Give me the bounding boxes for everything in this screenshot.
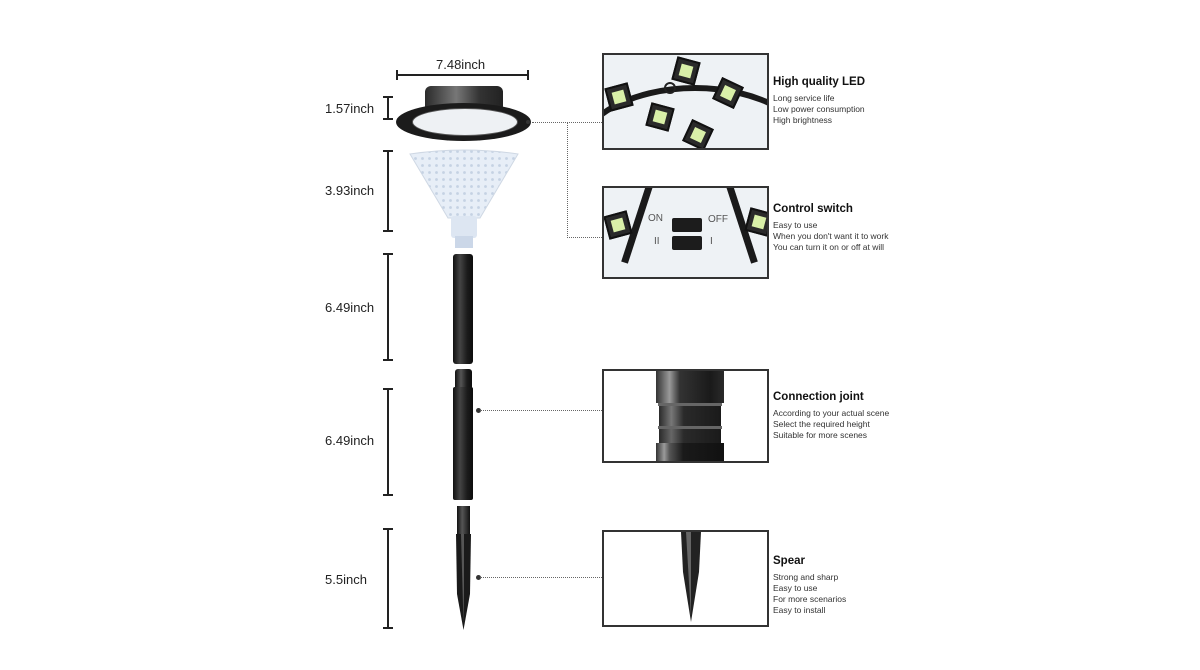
switch-detail-panel: ON OFF II I [602, 186, 769, 279]
pole-upper-bar [383, 253, 393, 361]
joint-ridge [658, 426, 722, 429]
joint-lower-tube [656, 443, 724, 461]
spear-stake [456, 534, 471, 630]
spear-length-label: 5.5inch [325, 572, 367, 587]
feature-line: Easy to install [773, 605, 826, 615]
pole-lower-bar [383, 388, 393, 496]
feature-line: Select the required height [773, 419, 870, 429]
switch-off-label: OFF [708, 214, 728, 225]
head-connector-dot [526, 120, 530, 124]
feature-switch: Control switch Easy to use When you don'… [773, 203, 889, 253]
joint-middle-lower [659, 429, 721, 443]
diffuser-height-bar [383, 150, 393, 232]
feature-line: Suitable for more scenes [773, 430, 868, 440]
led-ring-icon [664, 82, 676, 94]
feature-title: High quality LED [773, 76, 865, 88]
joint-callout-dot [476, 408, 481, 413]
upper-pole [453, 254, 473, 364]
spear-callout-line [480, 577, 602, 578]
feature-line: Long service life [773, 93, 835, 103]
lower-pole [453, 387, 473, 500]
feature-line: For more scenarios [773, 594, 847, 604]
power-switch[interactable] [672, 218, 702, 232]
head-height-label: 1.57inch [325, 101, 375, 116]
switch-on-label: ON [648, 213, 663, 224]
feature-line: According to your actual scene [773, 408, 890, 418]
pole-lower-label: 6.49inch [325, 433, 375, 448]
switch-callout-vertical [567, 122, 568, 238]
lower-pole-joint [455, 369, 472, 389]
feature-title: Spear [773, 555, 805, 567]
switch-on-mark: II [654, 236, 660, 247]
head-height-bar [383, 96, 393, 120]
width-dimension-bar [396, 70, 529, 80]
spear-tip-icon [681, 532, 701, 622]
feature-line: You can turn it on or off at will [773, 242, 885, 252]
power-switch-slider[interactable] [672, 236, 702, 250]
joint-upper-tube [656, 371, 724, 403]
feature-title: Connection joint [773, 391, 864, 403]
feature-line: High brightness [773, 115, 833, 125]
joint-detail-panel [602, 369, 769, 463]
light-diffuser [409, 149, 519, 248]
diffuser-height-label: 3.93inch [325, 183, 375, 198]
spear-collar [457, 506, 470, 536]
switch-callout-line [567, 237, 602, 238]
feature-joint: Connection joint According to your actua… [773, 391, 889, 441]
feature-line: When you don't want it to work [773, 231, 889, 241]
joint-callout-line [480, 410, 602, 411]
feature-line: Easy to use [773, 220, 818, 230]
feature-title: Control switch [773, 203, 853, 215]
feature-line: Easy to use [773, 583, 818, 593]
feature-spear: Spear Strong and sharp Easy to use For m… [773, 555, 846, 616]
feature-line: Low power consumption [773, 104, 865, 114]
feature-line: Strong and sharp [773, 572, 839, 582]
switch-off-mark: I [710, 236, 713, 247]
led-panel [412, 108, 518, 136]
joint-middle [659, 406, 721, 426]
led-detail-panel [602, 53, 769, 150]
light-head-cap [425, 86, 503, 108]
led-board-edge [604, 85, 767, 148]
spear-detail-panel [602, 530, 769, 627]
spear-length-bar [383, 528, 393, 629]
joint-ridge [658, 403, 722, 406]
led-chip-icon [671, 56, 701, 86]
feature-led: High quality LED Long service life Low p… [773, 76, 865, 126]
pole-upper-label: 6.49inch [325, 300, 375, 315]
spear-callout-dot [476, 575, 481, 580]
width-dimension-label: 7.48inch [436, 57, 486, 72]
